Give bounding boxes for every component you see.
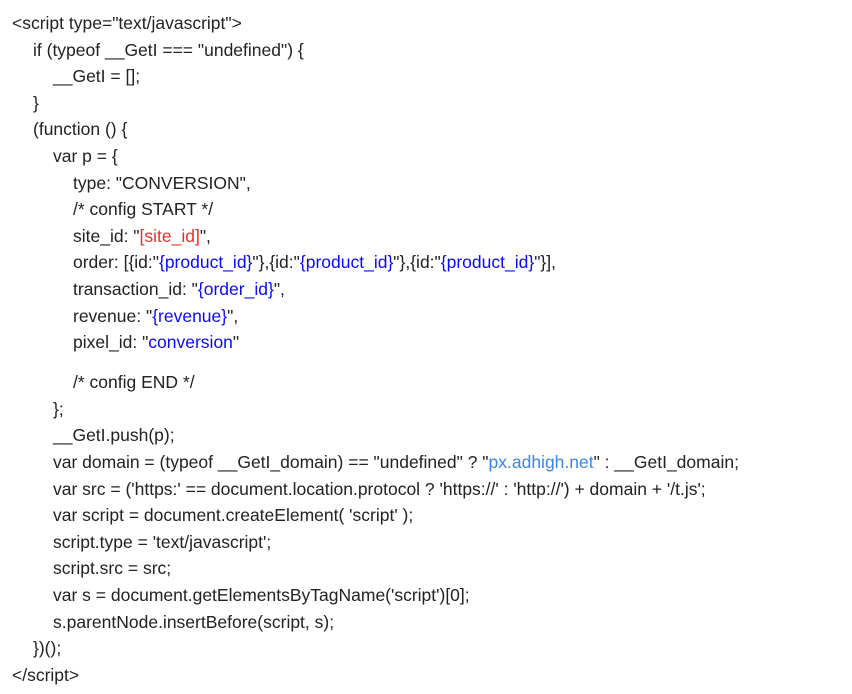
code-text: }; bbox=[53, 398, 64, 419]
code-text: type: "CONVERSION", bbox=[73, 172, 251, 193]
code-line: </script> bbox=[12, 662, 739, 689]
code-line: script.src = src; bbox=[12, 555, 739, 582]
code-text: (function () { bbox=[33, 119, 128, 140]
code-text: </script> bbox=[12, 664, 80, 685]
code-placeholder: [site_id] bbox=[139, 225, 200, 246]
code-line: })(); bbox=[12, 635, 739, 662]
code-line: order: [{id:"{product_id}"},{id:"{produc… bbox=[12, 249, 739, 276]
code-line: var script = document.createElement( 'sc… bbox=[12, 502, 739, 529]
code-text: "},{id:" bbox=[393, 252, 441, 273]
code-text: /* config END */ bbox=[73, 372, 195, 393]
code-placeholder: {product_id} bbox=[158, 252, 253, 273]
code-text: var domain = (typeof __GetI_domain) == "… bbox=[53, 452, 489, 472]
code-line: var s = document.getElementsByTagName('s… bbox=[12, 582, 739, 609]
code-line: <script type="text/javascript"> bbox=[12, 10, 739, 37]
code-text: })(); bbox=[33, 638, 62, 659]
code-text: transaction_id: " bbox=[73, 278, 198, 299]
code-line: type: "CONVERSION", bbox=[12, 170, 739, 197]
code-line: /* config END */ bbox=[12, 369, 739, 396]
code-placeholder: {product_id} bbox=[299, 252, 394, 273]
code-text: ", bbox=[199, 225, 211, 246]
code-text: var s = document.getElementsByTagName('s… bbox=[53, 584, 470, 605]
code-text: s.parentNode.insertBefore(script, s); bbox=[53, 611, 335, 632]
code-line: revenue: "{revenue}", bbox=[12, 303, 739, 330]
code-text: __GetI = []; bbox=[53, 66, 141, 87]
code-line: site_id: "[site_id]", bbox=[12, 223, 739, 250]
code-text: __GetI.push(p); bbox=[53, 425, 175, 446]
code-text: ", bbox=[273, 278, 285, 299]
code-line: if (typeof __GetI === "undefined") { bbox=[12, 37, 739, 64]
code-text: ", bbox=[227, 305, 239, 326]
code-text: site_id: " bbox=[73, 225, 140, 246]
code-text: "}], bbox=[534, 252, 556, 273]
code-line: var src = ('https:' == document.location… bbox=[12, 476, 739, 503]
code-line: transaction_id: "{order_id}", bbox=[12, 276, 739, 303]
code-line: }; bbox=[12, 396, 739, 423]
code-text: var script = document.createElement( 'sc… bbox=[53, 505, 414, 526]
code-text: script.src = src; bbox=[53, 558, 172, 579]
code-text: } bbox=[33, 92, 39, 113]
code-line: pixel_id: "conversion" bbox=[12, 329, 739, 356]
code-line: var domain = (typeof __GetI_domain) == "… bbox=[12, 449, 739, 476]
code-text: <script type="text/javascript"> bbox=[12, 13, 242, 33]
code-line: script.type = 'text/javascript'; bbox=[12, 529, 739, 556]
code-placeholder: px.adhigh.net bbox=[488, 452, 594, 472]
code-text: if (typeof __GetI === "undefined") { bbox=[33, 39, 304, 60]
code-text: " bbox=[232, 332, 240, 353]
code-text: script.type = 'text/javascript'; bbox=[53, 531, 272, 552]
code-line: __GetI.push(p); bbox=[12, 422, 739, 449]
code-line: __GetI = []; bbox=[12, 63, 739, 90]
code-placeholder: {order_id} bbox=[197, 278, 274, 299]
code-text: order: [{id:" bbox=[73, 252, 159, 273]
code-text: revenue: " bbox=[73, 305, 153, 326]
code-snippet: <script type="text/javascript"> if (typeo… bbox=[12, 10, 739, 688]
code-line: var p = { bbox=[12, 143, 739, 170]
code-text: " : __GetI_domain; bbox=[593, 452, 739, 472]
code-placeholder: conversion bbox=[148, 332, 233, 353]
code-placeholder: {product_id} bbox=[440, 252, 535, 273]
code-text: "},{id:" bbox=[252, 252, 300, 273]
code-line: (function () { bbox=[12, 116, 739, 143]
code-line: s.parentNode.insertBefore(script, s); bbox=[12, 609, 739, 636]
code-placeholder: {revenue} bbox=[152, 305, 228, 326]
code-text: pixel_id: " bbox=[73, 332, 149, 353]
code-text: /* config START */ bbox=[73, 199, 214, 220]
code-text: var p = { bbox=[53, 145, 118, 166]
code-line: /* config START */ bbox=[12, 196, 739, 223]
code-text: var src = ('https:' == document.location… bbox=[53, 478, 706, 499]
code-line: } bbox=[12, 90, 739, 117]
